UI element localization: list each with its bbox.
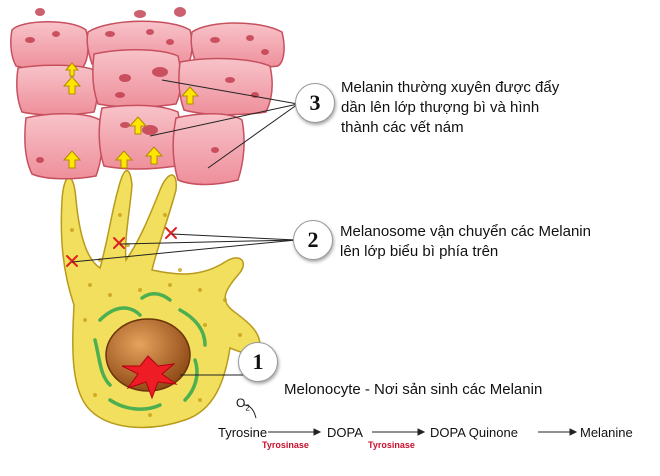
step-1-description: Melonocyte - Nơi sản sinh các Melanin [284, 381, 543, 398]
step-3-line-3: thành các vết nám [341, 119, 464, 136]
step-3-line-1: Melanin thường xuyên được đẩy [341, 79, 560, 96]
nucleus [105, 318, 191, 392]
pathway-arrows [243, 404, 578, 436]
dopa-label: DOPA [327, 425, 363, 440]
oxygen-label: O2 [236, 396, 250, 413]
step-2-line-2: lên lớp biểu bì phía trên [340, 243, 499, 260]
melanin-granules [25, 7, 269, 163]
step-3-description: Melanin thường xuyên được đẩy dần lên lớ… [341, 78, 559, 138]
enzyme-1-label: Tyrosinase [262, 440, 309, 450]
step-1-badge: 1 [238, 342, 278, 382]
dopa-quinone-label: DOPA Quinone [430, 425, 518, 440]
transfer-x-markers [66, 227, 177, 267]
step-3-badge: 3 [295, 83, 335, 123]
step-2-badge: 2 [293, 220, 333, 260]
upward-arrow-icons [62, 62, 200, 169]
step-2-description: Melanosome vận chuyển các Melanin lên lớ… [340, 222, 591, 262]
mitochondria [93, 292, 207, 411]
step-3-line-2: dần lên lớp thượng bì và hình [341, 99, 540, 116]
step-2-line-1: Melanosome vận chuyển các Melanin [340, 223, 591, 240]
melanine-label: Melanine [580, 425, 633, 440]
skin-cells [10, 20, 285, 186]
enzyme-2-label: Tyrosinase [368, 440, 415, 450]
melanocyte-cell [60, 169, 261, 429]
origin-star [121, 355, 178, 400]
leader-lines [71, 79, 299, 376]
tyrosine-label: Tyrosine [218, 425, 268, 440]
